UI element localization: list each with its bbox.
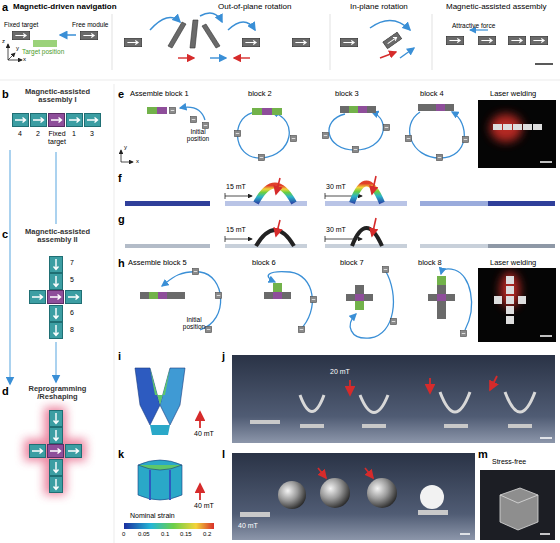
callout-number: 5: [70, 276, 74, 284]
annotation: Target position: [22, 48, 64, 55]
axis-label: z: [2, 38, 5, 45]
annotation: Attractive force: [452, 22, 495, 29]
panel-title: block 6: [252, 259, 276, 267]
panel-letter: g: [118, 213, 125, 225]
field-label: 30 mT: [326, 226, 346, 234]
panel-letter: h: [118, 257, 125, 269]
panel-title: block 4: [420, 90, 444, 98]
panel-title: block 8: [418, 259, 442, 267]
annotation: Free module: [72, 21, 109, 28]
panel-letter: b: [2, 88, 9, 100]
panel-title: Magnetic-assisted assembly II: [15, 228, 100, 245]
field-label: 40 mT: [194, 430, 214, 438]
panel-letter: i: [118, 350, 121, 362]
panel-title: Out-of-plane rotation: [218, 3, 291, 12]
axis-label: y: [124, 144, 127, 151]
panel-title: Magnetic-driven navigation: [13, 3, 117, 12]
panel-title: block 2: [248, 90, 272, 98]
panel-title: Magnetic-assisted assembly: [446, 3, 546, 12]
callout-number: 3: [90, 130, 94, 138]
field-label: 15 mT: [226, 183, 246, 191]
callout-number: 6: [70, 309, 74, 317]
axis-label: y: [16, 45, 19, 52]
field-label: 40 mT: [194, 502, 214, 510]
tick-label: 0.05: [138, 531, 150, 538]
panel-title: In-plane rotation: [350, 3, 408, 12]
field-label: 40 mT: [238, 522, 258, 530]
tick-label: 0: [122, 531, 125, 538]
callout-number: 8: [70, 326, 74, 334]
tick-label: 0.15: [180, 531, 192, 538]
tick-label: 0.2: [203, 531, 211, 538]
field-label: 30 mT: [326, 183, 346, 191]
field-label: 20 mT: [330, 368, 350, 376]
panel-title: block 7: [340, 259, 364, 267]
callout-number: 2: [36, 130, 40, 138]
panel-letter: a: [2, 1, 8, 13]
panel-letter: d: [2, 385, 9, 397]
panel-title: Magnetic-assisted assembly I: [15, 88, 100, 105]
annotation: Fixed target: [4, 21, 38, 28]
callout-number: 7: [70, 259, 74, 267]
panel-title: block 3: [335, 90, 359, 98]
panel-title: Assemble block 1: [130, 90, 189, 98]
colorbar-label: Nominal strain: [130, 512, 175, 520]
panel-letter: e: [118, 88, 124, 100]
annotation: Stress-free: [492, 458, 526, 466]
callout-number: Fixed target: [44, 130, 70, 145]
panel-letter: j: [222, 350, 225, 362]
callout-number: 1: [72, 130, 76, 138]
panel-title: Laser welding: [490, 90, 536, 98]
panel-letter: l: [222, 448, 225, 460]
panel-title: Assemble block 5: [128, 259, 187, 267]
field-label: 15 mT: [226, 226, 246, 234]
panel-letter: m: [478, 448, 488, 460]
panel-title: Laser welding: [490, 259, 536, 267]
annotation: Initial position: [176, 316, 212, 330]
annotation: Initial position: [180, 128, 216, 142]
panel-letter: c: [2, 228, 8, 240]
tick-label: 0.1: [161, 531, 169, 538]
panel-letter: f: [118, 172, 122, 184]
axis-label: x: [136, 158, 139, 165]
panel-title: Reprogramming /Reshaping: [15, 385, 100, 402]
callout-number: 4: [18, 130, 22, 138]
axis-label: x: [23, 56, 26, 63]
panel-letter: k: [118, 448, 124, 460]
